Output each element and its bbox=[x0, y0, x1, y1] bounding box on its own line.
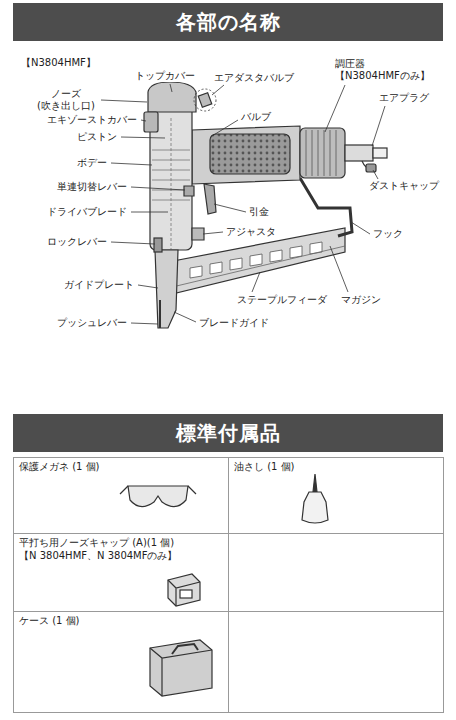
guide-plate-shape bbox=[155, 250, 178, 328]
leader-lines bbox=[101, 84, 385, 324]
trigger-shape bbox=[204, 184, 216, 214]
part-label: トップカバー bbox=[134, 70, 196, 82]
part-label: フック bbox=[372, 228, 404, 240]
part-label: 引金 bbox=[248, 206, 270, 218]
section-header-band: 各部の名称 bbox=[13, 3, 443, 41]
glasses-icon bbox=[120, 486, 196, 507]
part-label: 調圧器 【N3804HMFのみ】 bbox=[334, 58, 448, 82]
part-label: ドライバブレード bbox=[46, 206, 128, 218]
nose-cap-icon bbox=[168, 574, 200, 606]
regulator-shape bbox=[300, 128, 345, 178]
dust-cap-shape bbox=[366, 164, 376, 172]
part-label: ダストキャップ bbox=[368, 180, 440, 192]
section-heading: 各部の名称 bbox=[176, 10, 281, 34]
section-header-band: 標準付属品 bbox=[13, 414, 443, 452]
part-label: プッシュレバー bbox=[56, 317, 128, 329]
section-heading: 標準付属品 bbox=[176, 421, 281, 445]
accessory-table bbox=[14, 458, 444, 713]
part-label: エアプラグ bbox=[378, 92, 430, 104]
part-label: ブレードガイド bbox=[198, 317, 270, 329]
table-cell-text: ケース (1 個) bbox=[18, 615, 81, 627]
table-cell-text: 保護メガネ (1 個) bbox=[18, 461, 101, 473]
oil-can-icon bbox=[302, 474, 328, 523]
handle-shape bbox=[192, 126, 300, 184]
air-plug-shape bbox=[345, 145, 373, 161]
table-cell-text: 油さし (1 個) bbox=[233, 461, 296, 473]
part-label: ガイドプレート bbox=[63, 279, 135, 291]
part-label: ピストン bbox=[76, 131, 118, 143]
part-label: 単連切替レバー bbox=[56, 181, 128, 193]
part-label: バルブ bbox=[240, 111, 272, 123]
part-label: エキゾーストカバー bbox=[46, 114, 138, 126]
part-label: エアダスタバルブ bbox=[213, 72, 295, 84]
top-cover-shape bbox=[148, 82, 196, 112]
nailer-drawing bbox=[144, 82, 387, 328]
table-cell-text: 平打ち用ノーズキャップ (A)(1 個) bbox=[18, 537, 175, 549]
magazine-shape bbox=[168, 228, 345, 295]
part-label: ロックレバー bbox=[46, 236, 108, 248]
part-label: ノーズ (吹き出し口) bbox=[34, 88, 98, 112]
hook-shape bbox=[300, 178, 352, 236]
table-cell-text: 【N 3804HMF、N 3804MFのみ】 bbox=[18, 550, 179, 562]
part-label: 【N3804HMF】 bbox=[20, 57, 97, 69]
part-label: ボデー bbox=[76, 157, 108, 169]
part-label: ステープルフィーダ bbox=[236, 294, 328, 306]
part-label: アジャスタ bbox=[225, 226, 277, 238]
case-icon bbox=[150, 640, 212, 696]
part-label: マガジン bbox=[340, 294, 382, 306]
